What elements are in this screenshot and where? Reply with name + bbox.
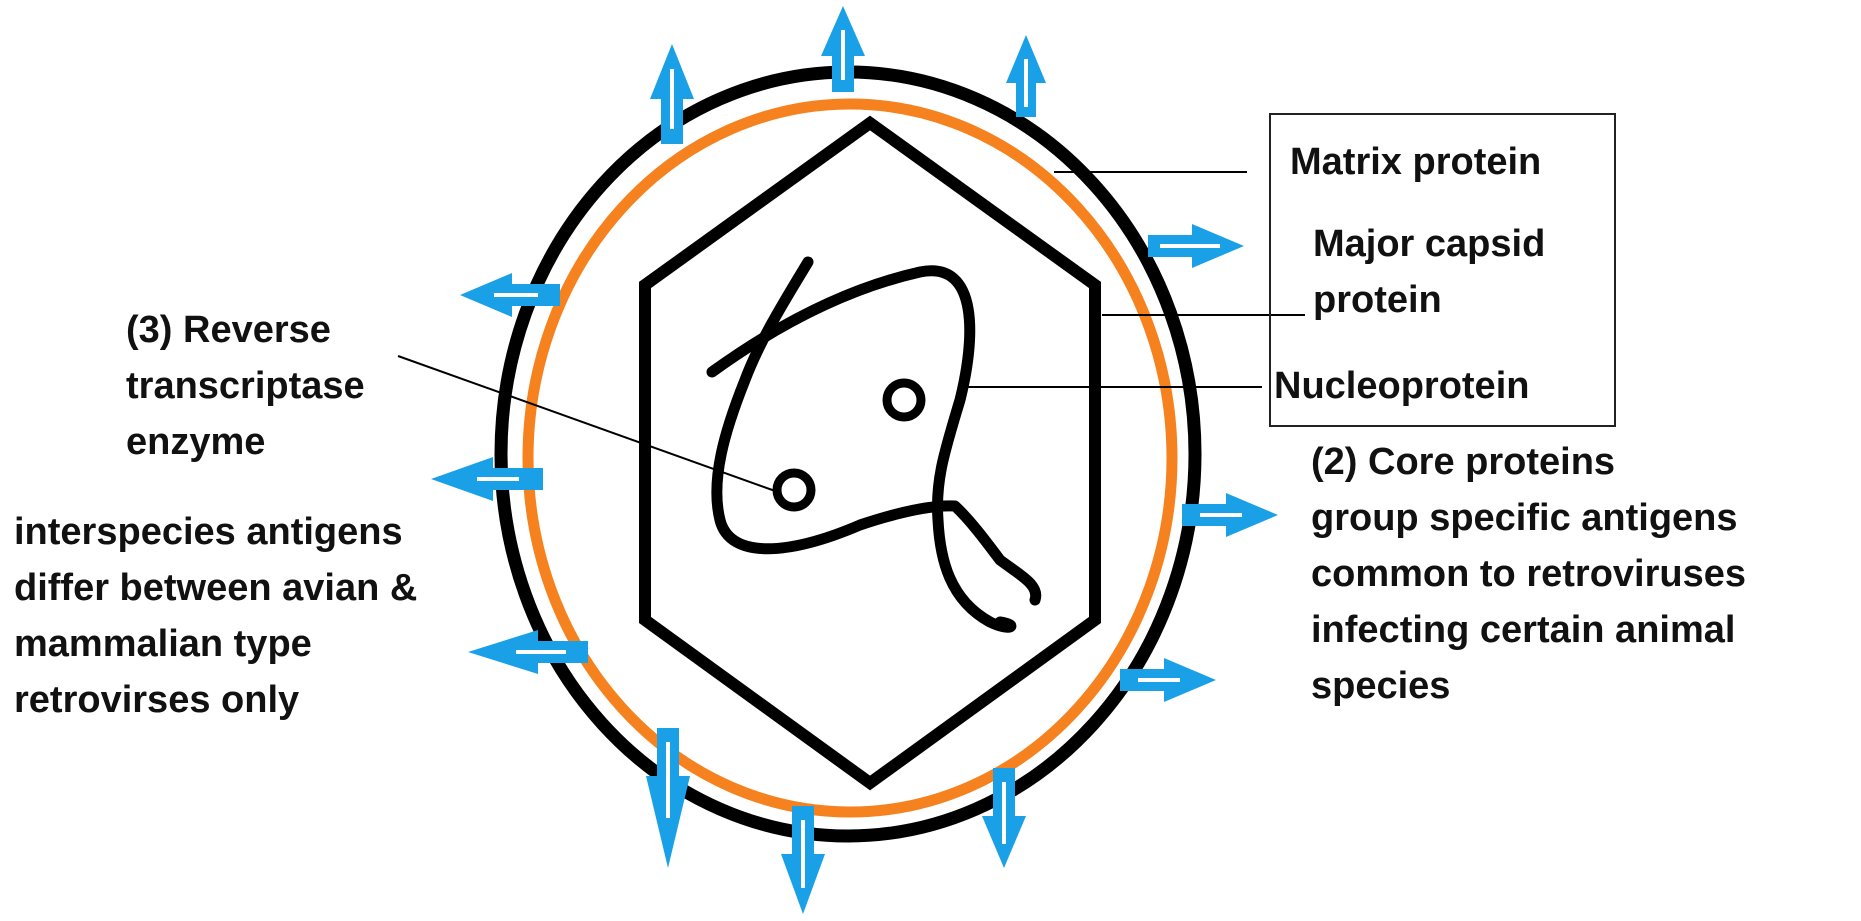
label-core-line-5: species bbox=[1311, 665, 1451, 707]
label-core-line-1: (2) Core proteins bbox=[1311, 441, 1616, 483]
label-nucleoprotein: Nucleoprotein bbox=[1274, 358, 1529, 414]
label-reverse-transcriptase: (3) Reverse transcriptase enzyme bbox=[126, 302, 365, 470]
label-capsid-line-2: protein bbox=[1313, 279, 1442, 321]
spike-left-lower bbox=[468, 630, 588, 674]
reverse-transcriptase-circle-2 bbox=[772, 468, 816, 512]
matrix-layer bbox=[522, 98, 1178, 818]
reverse-transcriptase-circle-1 bbox=[882, 378, 926, 422]
label-major-capsid-protein: Major capsid protein bbox=[1313, 216, 1545, 328]
capsid-hexagon bbox=[639, 115, 1101, 791]
spike-top-center bbox=[821, 6, 865, 92]
label-core-proteins: (2) Core proteins group specific antigen… bbox=[1311, 434, 1746, 714]
label-core-line-3: common to retroviruses bbox=[1311, 553, 1746, 595]
protein-label-box bbox=[1269, 113, 1616, 427]
spike-right-lower bbox=[1120, 658, 1216, 702]
label-rt-line-2: transcriptase bbox=[126, 365, 365, 407]
label-rt-line-1: (3) Reverse bbox=[126, 309, 331, 351]
label-inter-line-4: retrovirses only bbox=[14, 679, 300, 721]
spike-left-middle bbox=[431, 457, 543, 501]
label-inter-line-1: interspecies antigens bbox=[14, 511, 403, 553]
label-capsid-line-1: Major capsid bbox=[1313, 223, 1546, 265]
spike-left-upper bbox=[460, 273, 560, 317]
label-interspecies-antigens: interspecies antigens differ between avi… bbox=[14, 504, 417, 728]
spike-bottom-left bbox=[646, 728, 690, 868]
rna-strand bbox=[711, 256, 1042, 606]
spike-right-upper bbox=[1148, 224, 1244, 268]
glycoprotein-spikes bbox=[431, 6, 1278, 914]
label-inter-line-3: mammalian type bbox=[14, 623, 312, 665]
label-matrix-text: Matrix protein bbox=[1290, 141, 1542, 183]
spike-bottom-center bbox=[781, 806, 825, 914]
label-rt-line-3: enzyme bbox=[126, 421, 266, 463]
label-inter-line-2: differ between avian & bbox=[14, 567, 418, 609]
spike-top-right bbox=[1006, 35, 1046, 117]
label-core-line-4: infecting certain animal bbox=[1311, 609, 1736, 651]
spike-top-left bbox=[650, 44, 694, 144]
rna-strand-loop bbox=[706, 265, 1017, 633]
spike-bottom-right bbox=[982, 768, 1026, 868]
leader-line-reverse-transcriptase bbox=[397, 355, 779, 493]
spike-right-middle bbox=[1182, 493, 1278, 537]
label-nucleoprotein-text: Nucleoprotein bbox=[1274, 365, 1530, 407]
label-core-line-2: group specific antigens bbox=[1311, 497, 1738, 539]
label-matrix-protein: Matrix protein bbox=[1290, 134, 1541, 190]
